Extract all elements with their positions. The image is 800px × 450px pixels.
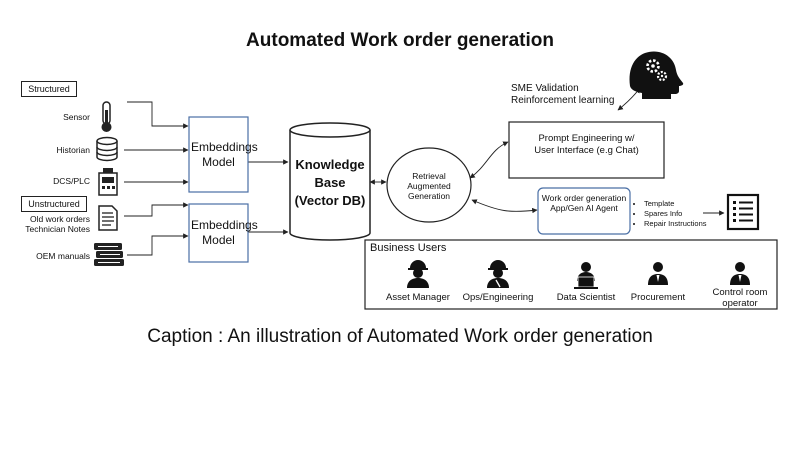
embeddings-box-structured	[188, 116, 249, 193]
business-users-box	[364, 239, 778, 310]
diagram-title: Automated Work order generation	[246, 30, 554, 51]
document-icon	[98, 205, 118, 231]
user-label-asset-manager: Asset Manager	[386, 292, 450, 303]
source-label-dcs-plc: DCS/PLC	[53, 176, 90, 186]
books-icon	[94, 243, 124, 266]
reinforcement-learning-label: Reinforcement learning	[511, 95, 615, 106]
prompt-engineering-label: Prompt Engineering w/ User Interface (e.…	[534, 133, 639, 156]
structured-tag: Structured	[21, 81, 77, 97]
output-item-template: Template	[644, 199, 730, 209]
worker-hardhat-icon	[407, 260, 429, 288]
rag-label: Retrieval Augmented Generation	[407, 171, 451, 201]
embeddings-label-unstructured: Embeddings Model	[191, 218, 258, 247]
unstructured-tag: Unstructured	[21, 196, 87, 212]
engineer-hardhat-icon	[487, 260, 509, 288]
source-label-oem-manuals: OEM manuals	[36, 251, 90, 261]
work-order-agent-label: Work order generation App/Gen AI Agent	[541, 193, 627, 213]
thermometer-icon	[101, 101, 112, 132]
source-label-historian: Historian	[56, 145, 90, 155]
database-icon	[96, 136, 118, 162]
embeddings-label-structured: Embeddings Model	[191, 140, 258, 169]
business-users-title: Business Users	[370, 242, 447, 254]
businessperson-icon	[648, 262, 668, 285]
controller-icon	[98, 168, 118, 196]
embeddings-box-unstructured	[188, 203, 249, 263]
knowledge-base-label: Knowledge Base (Vector DB)	[294, 157, 366, 208]
user-label-procurement: Procurement	[630, 292, 686, 303]
rag-node	[386, 147, 472, 223]
work-order-outputs: Template Spares Info Repair Instructions	[636, 199, 730, 229]
knowledge-base-cylinder	[289, 122, 371, 241]
prompt-engineering-box	[508, 121, 665, 179]
user-label-data-scientist: Data Scientist	[556, 292, 616, 303]
work-order-agent-box	[537, 187, 631, 235]
sme-text: SME Validation Reinforcement learning	[511, 83, 641, 107]
user-label-ops-engineering: Ops/Engineering	[462, 292, 534, 303]
figure-caption: Caption : An illustration of Automated W…	[147, 326, 653, 347]
laptop-user-icon	[574, 262, 598, 289]
output-item-repair-instructions: Repair Instructions	[644, 219, 730, 229]
checklist-icon	[726, 193, 760, 231]
output-item-spares-info: Spares Info	[644, 209, 730, 219]
source-label-sensor: Sensor	[63, 112, 90, 122]
operator-icon	[730, 262, 750, 285]
source-label-work-orders: Old work orders Technician Notes	[25, 214, 90, 234]
sme-validation-label: SME Validation	[511, 83, 579, 94]
brain-gears-icon	[629, 51, 684, 99]
user-label-control-room-operator: Control room operator	[712, 287, 768, 309]
